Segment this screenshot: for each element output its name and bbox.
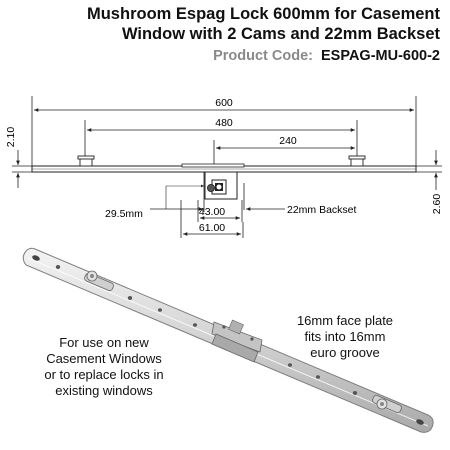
- dim-43: [197, 200, 243, 222]
- faceplate-note-line: euro groove: [310, 345, 380, 360]
- product-code-value: ESPAG-MU-600-2: [321, 48, 440, 64]
- mushroom-cam-right: [372, 394, 402, 414]
- dim-2-60-label: 2.60: [431, 194, 443, 215]
- dim-2-60: [416, 150, 442, 190]
- espag-lock-illustration: [22, 247, 434, 433]
- dim-480: [84, 120, 358, 160]
- usage-note-line: existing windows: [55, 383, 153, 398]
- dim-600: [31, 96, 417, 166]
- dim-61-label: 61.00: [199, 222, 225, 234]
- usage-note: For use on new Casement Windows or to re…: [24, 335, 184, 399]
- product-code: Product Code: ESPAG-MU-600-2: [213, 48, 440, 64]
- faceplate-side-view: [31, 155, 417, 200]
- gearbox: [211, 319, 263, 363]
- dim-240-label: 240: [279, 135, 297, 147]
- faceplate-note-line: fits into 16mm: [304, 329, 386, 344]
- faceplate-note: 16mm face plate fits into 16mm euro groo…: [285, 313, 405, 361]
- dim-61: [180, 200, 244, 238]
- mushroom-cam-left: [84, 270, 114, 292]
- dim-43-label: 43.00: [199, 206, 225, 218]
- title-line-1: Mushroom Espag Lock 600mm for Casement: [86, 5, 440, 23]
- usage-note-line: For use on new: [59, 335, 149, 350]
- dim-backset-label: 22mm Backset: [287, 204, 357, 216]
- product-code-label: Product Code:: [213, 48, 313, 64]
- dim-backset: [243, 183, 285, 211]
- dim-29-5: [150, 172, 205, 212]
- usage-note-line: Casement Windows: [46, 351, 162, 366]
- faceplate-note-line: 16mm face plate: [296, 313, 394, 328]
- dim-480-label: 480: [215, 117, 233, 129]
- product-title: Mushroom Espag Lock 600mm for Casement W…: [0, 4, 440, 44]
- dim-29-5-label: 29.5mm: [105, 208, 143, 220]
- usage-note-line: or to replace locks in: [44, 367, 164, 382]
- dim-2-10-label: 2.10: [5, 127, 17, 148]
- title-line-2: Window with 2 Cams and 22mm Backset: [121, 25, 440, 43]
- dim-600-label: 600: [215, 97, 233, 109]
- dim-2-10: [12, 150, 32, 188]
